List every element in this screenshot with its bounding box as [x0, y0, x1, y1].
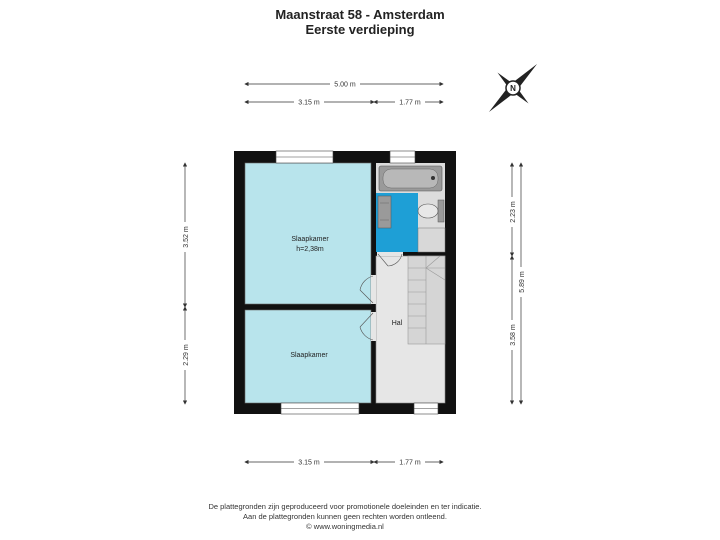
- floorplan-title: Maanstraat 58 - Amsterdam: [275, 7, 445, 22]
- window-top-right: [389, 150, 416, 164]
- bedroom-2: [244, 309, 372, 404]
- door-bedroom-2: [359, 312, 376, 341]
- floor-subtitle: Eerste verdieping: [305, 22, 415, 37]
- dimension-left-upper: 3.52 m: [180, 162, 190, 308]
- dimension-top-total: 5.00 m: [244, 79, 444, 89]
- door-bathroom: [377, 252, 403, 267]
- dim-top-right-label: 1.77 m: [399, 100, 421, 107]
- bathtub-icon: [378, 165, 443, 192]
- door-bedroom-1: [359, 275, 376, 304]
- window-top-left: [275, 150, 334, 164]
- staircase: [407, 255, 446, 345]
- dimension-left-lower: 2.29 m: [180, 306, 190, 405]
- dimension-bottom-left: 3.15 m: [244, 457, 375, 467]
- dimension-top-right: 1.77 m: [373, 97, 444, 107]
- washer-area: [417, 227, 446, 253]
- dim-left-upper-label: 3.52 m: [183, 226, 190, 248]
- disclaimer: De plattegronden zijn geproduceerd voor …: [0, 502, 690, 532]
- dim-right-total-label: 5.89 m: [519, 271, 526, 293]
- disclaimer-line-1: De plattegronden zijn geproduceerd voor …: [208, 502, 482, 511]
- bedroom-1: [244, 162, 372, 305]
- copyright-link[interactable]: © www.woningmedia.nl: [306, 522, 384, 531]
- compass-north-label: N: [510, 84, 516, 93]
- dim-bottom-left-label: 3.15 m: [298, 460, 320, 467]
- compass-rose-icon: N: [488, 63, 538, 113]
- room-height-bedroom-1: h=2,38m: [296, 246, 324, 253]
- toilet-icon: [417, 199, 445, 223]
- dim-left-lower-label: 2.29 m: [183, 344, 190, 366]
- dimension-right-lower: 3.58 m: [507, 255, 517, 405]
- window-bottom-right: [413, 402, 439, 415]
- dimension-top-left: 3.15 m: [244, 97, 375, 107]
- sink-icon: [377, 195, 392, 229]
- room-label-bedroom-1: Slaapkamer: [291, 236, 329, 243]
- dimension-bottom-right: 1.77 m: [373, 457, 444, 467]
- window-bottom-left: [280, 402, 360, 415]
- dim-bottom-right-label: 1.77 m: [399, 460, 421, 467]
- room-label-bedroom-2: Slaapkamer: [290, 352, 328, 359]
- disclaimer-line-2: Aan de plattegronden kunnen geen rechten…: [243, 512, 447, 521]
- dim-right-lower-label: 3.58 m: [510, 324, 517, 346]
- room-label-hall: Hal: [392, 320, 403, 327]
- dim-right-upper-label: 2.23 m: [510, 201, 517, 223]
- dimension-right-total: 5.89 m: [516, 162, 526, 405]
- dim-top-left-label: 3.15 m: [298, 100, 320, 107]
- dimension-right-upper: 2.23 m: [507, 162, 517, 257]
- dim-top-total-label: 5.00 m: [334, 82, 356, 89]
